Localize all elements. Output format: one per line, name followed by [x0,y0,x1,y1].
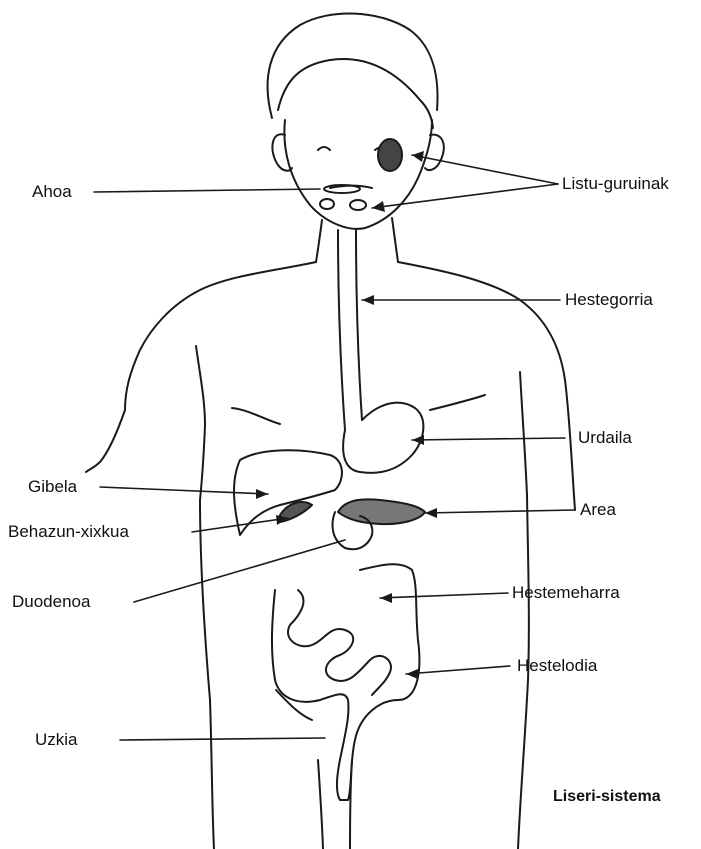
small-intestine [288,590,391,695]
leader-hestelodia [406,666,510,674]
arrow-hestegorria [362,295,374,305]
label-uzkia: Uzkia [35,730,78,750]
arrow-area [425,508,437,518]
leader-gibela [100,487,268,494]
leader-uzkia [120,738,325,740]
leader-duodenoa [134,540,345,602]
diagram-caption: Liseri-sistema [553,787,661,807]
appendix [276,690,312,720]
neck-right [392,218,398,262]
label-duodenoa: Duodenoa [12,592,90,612]
leader-behazun [192,518,288,532]
chest-right [430,395,485,410]
label-behazun-xixkua: Behazun-xixkua [8,522,129,542]
hair-line [278,59,433,128]
arm-left-inner [196,346,205,500]
label-listu-guruinak: Listu-guruinak [562,174,669,194]
parotid-gland [378,139,402,171]
neck-left [316,220,322,262]
leader-ahoa [94,189,320,192]
large-intestine [272,564,419,800]
leader-urdaila [412,438,565,440]
salivary-gland-right [350,200,366,210]
salivary-gland-left [320,199,334,209]
shoulder-left [125,262,316,410]
label-hestelodia: Hestelodia [517,656,597,676]
label-urdaila: Urdaila [578,428,632,448]
label-gibela: Gibela [28,477,77,497]
leader-area [425,510,575,513]
waist-left [200,500,214,849]
leg-inner-left [318,760,323,849]
leader-hestemeharra [380,593,508,598]
pancreas [338,499,425,524]
chest-left [232,408,280,424]
arrow-gibela [256,489,268,499]
head-outline [268,14,438,118]
arrow-listu-2 [372,201,385,212]
esophagus [338,230,362,430]
label-area: Area [580,500,616,520]
arrow-urdaila [412,435,424,445]
arrow-listu-1 [412,151,424,162]
arm-right-inner [520,372,527,495]
eyes [318,147,388,150]
leader-listu-2 [372,184,558,208]
arrow-hestemeharra [380,593,392,603]
arrow-hestelodia [406,669,418,679]
stomach [343,403,423,473]
label-hestegorria: Hestegorria [565,290,653,310]
label-hestemeharra: Hestemeharra [512,583,620,603]
label-ahoa: Ahoa [32,182,72,202]
face-outline [284,120,432,229]
arm-left [86,410,125,472]
